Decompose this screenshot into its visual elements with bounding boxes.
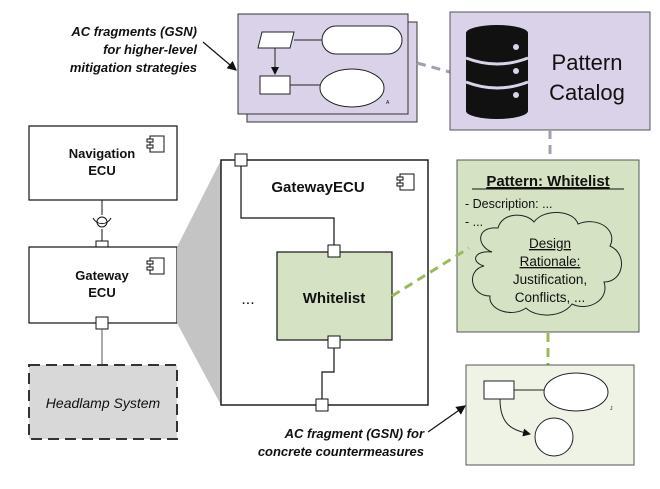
database-icon [465,25,529,119]
catalog-label-line1: Pattern [552,50,623,75]
detail-ellipsis: ... [241,291,254,308]
pattern-title: Pattern: Whitelist [486,173,609,190]
rationale-line2: Rationale: [520,254,581,269]
gateway-ecu-detail: GatewayECU ... Whitelist [220,153,429,412]
component-icon [146,257,165,275]
ac-top-arrow [202,41,237,71]
port-detail-bottom [315,398,329,412]
component-icon [146,135,165,153]
port-whitelist-top [327,244,341,258]
gateway-ecu-line1: Gateway [75,268,129,283]
interface-connector [92,200,112,254]
gateway-detail-title: GatewayECU [271,179,364,196]
port-detail-top [234,153,248,167]
gsn-ellipse [319,68,385,108]
whitelist-label: Whitelist [303,290,366,307]
pattern-catalog-box: Pattern Catalog [449,11,651,131]
ac-fragments-annotation: AC fragments (GSN) for higher-level miti… [70,24,198,75]
pattern-whitelist-box: Pattern: Whitelist - Description: ... - … [456,159,640,333]
component-icon [396,173,415,191]
zoom-projection [177,160,221,405]
pattern-description: - Description: ... [465,197,553,211]
catalog-label-line2: Catalog [549,80,625,105]
gsn-fragment-bottom: J [465,364,635,466]
whitelist-pattern-link [391,246,470,298]
ac-bottom-line2: concrete countermeasures [258,444,424,459]
ac-top-line3: mitigation strategies [70,60,197,75]
pattern-more: - ... [465,215,483,229]
whitelist-component [276,251,393,341]
port-whitelist-bottom [327,335,341,349]
gsn-marker-bottom: J [610,406,613,412]
gsn-fragment-top: A [237,13,418,123]
rationale-line3: Justification, [513,272,587,287]
port-gateway-bottom [95,316,109,330]
design-rationale-cloud [472,212,622,316]
navigation-ecu-line2: ECU [88,163,115,178]
gsn-strategy-shape [257,31,295,49]
gateway-ecu-line2: ECU [88,285,115,300]
headlamp-label: Headlamp System [46,395,161,411]
gateway-ecu-box: Gateway ECU [28,246,178,330]
navigation-ecu-line1: Navigation [69,146,136,161]
gsn-marker-top: A [386,100,390,106]
rationale-line4: Conflicts, ... [515,290,586,305]
ac-bottom-line1: AC fragment (GSN) for [284,426,425,441]
ac-bottom-arrow [427,405,466,433]
gsn-solution-circle [534,417,574,457]
ac-top-line2: for higher-level [103,42,197,57]
headlamp-system-box: Headlamp System [28,364,178,440]
gsn-ellipse [543,372,609,412]
gsn-goal-rounded [321,25,403,55]
ac-top-line1: AC fragments (GSN) [70,24,197,39]
ac-fragment-annotation: AC fragment (GSN) for concrete counterme… [258,426,425,459]
rationale-line1: Design [529,236,571,251]
fragment-catalog-link [416,61,451,74]
navigation-ecu-box: Navigation ECU [28,125,178,201]
